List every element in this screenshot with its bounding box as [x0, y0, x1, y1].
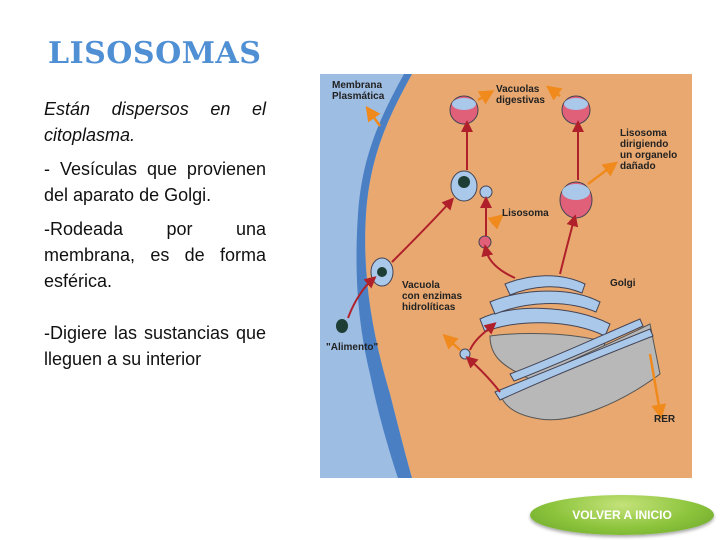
paragraph-shape: -Rodeada por una membrana, es de forma e… [44, 219, 266, 291]
paragraph-location: Están dispersos en el citoplasma. [44, 99, 266, 145]
label-golgi: Golgi [610, 278, 636, 289]
rough-er [494, 318, 661, 421]
label-lisosoma: Lisosoma [502, 208, 549, 219]
label-alimento: "Alimento" [326, 342, 379, 353]
paragraph-origin: - Vesículas que provienen del aparato de… [44, 159, 266, 205]
slide-body: Están dispersos en el citoplasma. - Vesí… [44, 96, 266, 380]
lysosome-illustration [320, 74, 667, 478]
page-title: LISOSOMAS [48, 36, 262, 71]
back-to-start-button[interactable]: VOLVER A INICIO [530, 495, 714, 535]
paragraph-function: -Digiere las sustancias que lleguen a su… [44, 323, 266, 369]
label-rer: RER [654, 414, 676, 425]
